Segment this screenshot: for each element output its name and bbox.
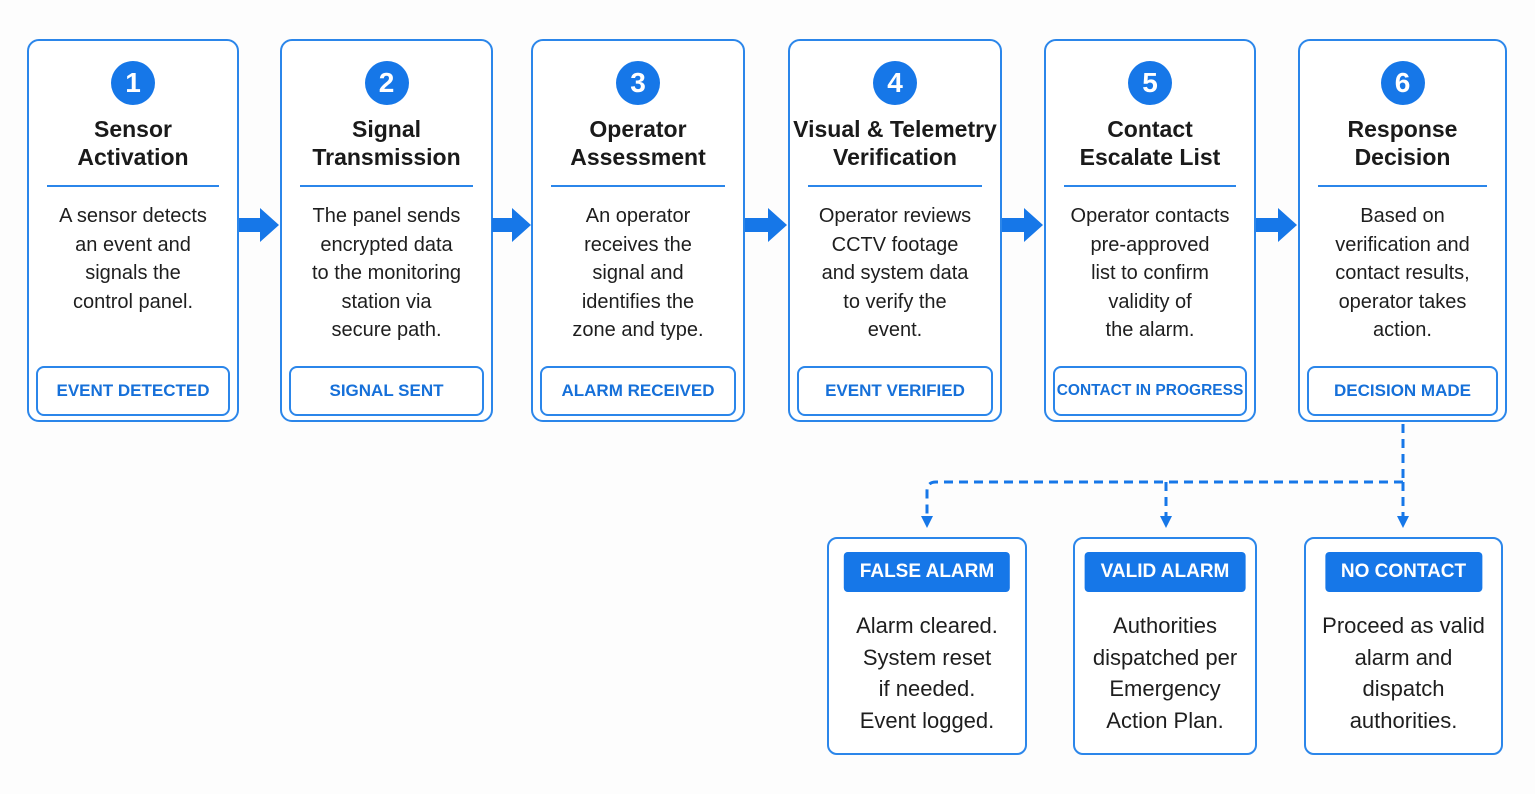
step-number-badge: 1 (111, 61, 155, 105)
flow-arrow-icon (1002, 208, 1043, 242)
outcome-label: VALID ALARM (1084, 552, 1246, 592)
divider (551, 185, 725, 187)
step-card-2: 2 Signal Transmission The panel sends en… (280, 39, 493, 422)
divider (47, 185, 219, 187)
outcome-description: Alarm cleared. System reset if needed. E… (856, 613, 998, 733)
step-card-1: 1 Sensor Activation A sensor detects an … (27, 39, 239, 422)
divider (1318, 185, 1487, 187)
divider (808, 185, 982, 187)
step-number-badge: 2 (364, 61, 409, 105)
step-description: Based on verification and contact result… (1335, 205, 1470, 341)
status-box: DECISION MADE (1307, 366, 1498, 416)
status-box: SIGNAL SENT (289, 366, 484, 416)
outcome-label: NO CONTACT (1324, 552, 1483, 592)
status-box: EVENT DETECTED (36, 366, 230, 416)
step-title: Response Decision (1347, 116, 1458, 170)
step-card-4: 4 Visual & Telemetry Verification Operat… (788, 39, 1002, 422)
step-card-6: 6 Response Decision Based on verificatio… (1298, 39, 1507, 422)
step-card-5: 5 Contact Escalate List Operator contact… (1044, 39, 1256, 422)
step-title: Contact Escalate List (1079, 116, 1221, 170)
divider (1064, 185, 1236, 187)
outcome-description: Proceed as valid alarm and dispatch auth… (1322, 613, 1485, 733)
step-description: Operator contacts pre-approved list to c… (1070, 205, 1230, 341)
step-description: The panel sends encrypted data to the mo… (312, 205, 461, 341)
step-number-badge: 4 (873, 61, 917, 105)
step-description: An operator receives the signal and iden… (572, 205, 704, 341)
flow-arrow-icon (745, 208, 787, 242)
step-card-3: 3 Operator Assessment An operator receiv… (531, 39, 745, 422)
step-title: Signal Transmission (312, 116, 461, 170)
step-number-badge: 5 (1128, 61, 1172, 105)
step-description: A sensor detects an event and signals th… (59, 205, 207, 313)
status-box: ALARM RECEIVED (540, 366, 736, 416)
outcome-card-no-contact: NO CONTACT Proceed as valid alarm and di… (1304, 537, 1503, 755)
outcome-description: Authorities dispatched per Emergency Act… (1092, 613, 1238, 733)
flow-arrow-icon (1256, 208, 1297, 242)
outcome-label: FALSE ALARM (843, 552, 1011, 592)
flow-arrow-icon (492, 208, 531, 242)
step-description: Operator reviews CCTV footage and system… (818, 205, 972, 341)
status-box: CONTACT IN PROGRESS (1053, 366, 1247, 416)
flow-arrow-icon (239, 208, 279, 242)
step-title: Sensor Activation (77, 116, 189, 170)
step-number-badge: 3 (616, 61, 660, 105)
outcome-card-false-alarm: FALSE ALARM Alarm cleared. System reset … (827, 537, 1027, 755)
step-title: Operator Assessment (570, 116, 706, 170)
status-box: EVENT VERIFIED (797, 366, 993, 416)
divider (300, 185, 473, 187)
outcome-card-valid-alarm: VALID ALARM Authorities dispatched per E… (1073, 537, 1257, 755)
step-title: Visual & Telemetry Verification (793, 116, 997, 170)
step-number-badge: 6 (1380, 61, 1425, 105)
